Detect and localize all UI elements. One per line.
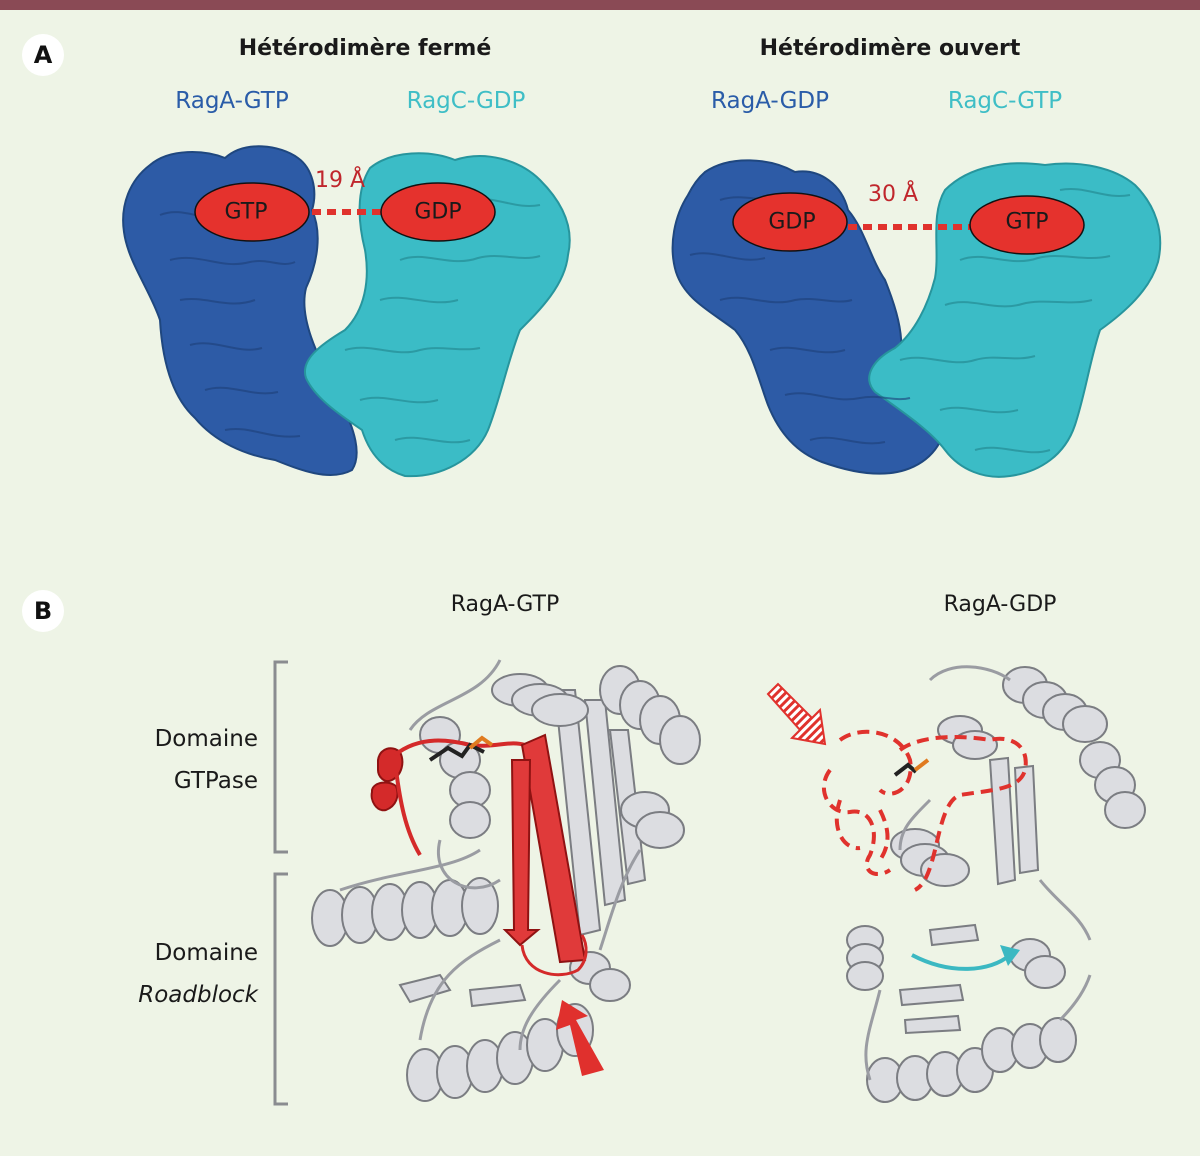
open-heterodimer-title: Hétérodimère ouvert	[759, 36, 1021, 61]
closed-gdp-label: GDP	[414, 199, 462, 225]
closed-ragc-label: RagC-GDP	[406, 88, 526, 114]
raga-surface-open	[671, 159, 945, 475]
closed-gtp-label: GTP	[224, 199, 268, 225]
roadblock-domain-line1: Domaine	[154, 940, 258, 966]
panel-a-badge: A	[22, 34, 64, 76]
open-raga-label: RagA-GDP	[711, 88, 829, 114]
closed-heterodimer	[122, 145, 571, 478]
roadblock-shift-arrow	[556, 1000, 604, 1076]
raga-gdp-structure	[766, 665, 1146, 1103]
closed-raga-label: RagA-GTP	[175, 88, 289, 114]
raga-gtp-structure	[311, 659, 701, 1102]
gtpase-bracket	[273, 660, 288, 854]
top-border	[0, 0, 1200, 10]
roadblock-domain-line2: Roadblock	[138, 982, 258, 1008]
gtpase-domain-line2: GTPase	[173, 768, 258, 794]
gtp-oval-open	[969, 195, 1085, 255]
ragc-surface-closed	[303, 152, 571, 478]
switch-region-highlight	[370, 733, 588, 977]
hatched-arrow	[766, 682, 827, 746]
open-heterodimer	[671, 159, 1162, 478]
roadblock-domain-label: Domaine Roadblock	[78, 932, 258, 1016]
domain-brackets	[273, 660, 288, 1106]
ragc-surface-open	[868, 162, 1162, 478]
gtpase-domain-line1: Domaine	[154, 726, 258, 752]
rotation-arrow	[911, 953, 1012, 971]
gtp-oval-closed	[194, 182, 310, 242]
disordered-switch-outline	[822, 729, 1028, 892]
open-gdp-label: GDP	[768, 209, 816, 235]
gtpase-domain-label: Domaine GTPase	[78, 718, 258, 802]
closed-heterodimer-title: Hétérodimère fermé	[238, 36, 492, 61]
closed-distance-label: 19 Å	[314, 168, 366, 193]
open-distance-label: 30 Å	[867, 182, 919, 207]
raga-gtp-title: RagA-GTP	[450, 592, 560, 617]
open-ragc-label: RagC-GTP	[947, 88, 1063, 114]
roadblock-bracket	[273, 872, 288, 1106]
open-gtp-label: GTP	[1005, 209, 1049, 235]
gdp-oval-closed	[380, 182, 496, 242]
raga-gdp-title: RagA-GDP	[943, 592, 1057, 617]
panel-b-badge: B	[22, 590, 64, 632]
gdp-oval-open	[732, 192, 848, 252]
